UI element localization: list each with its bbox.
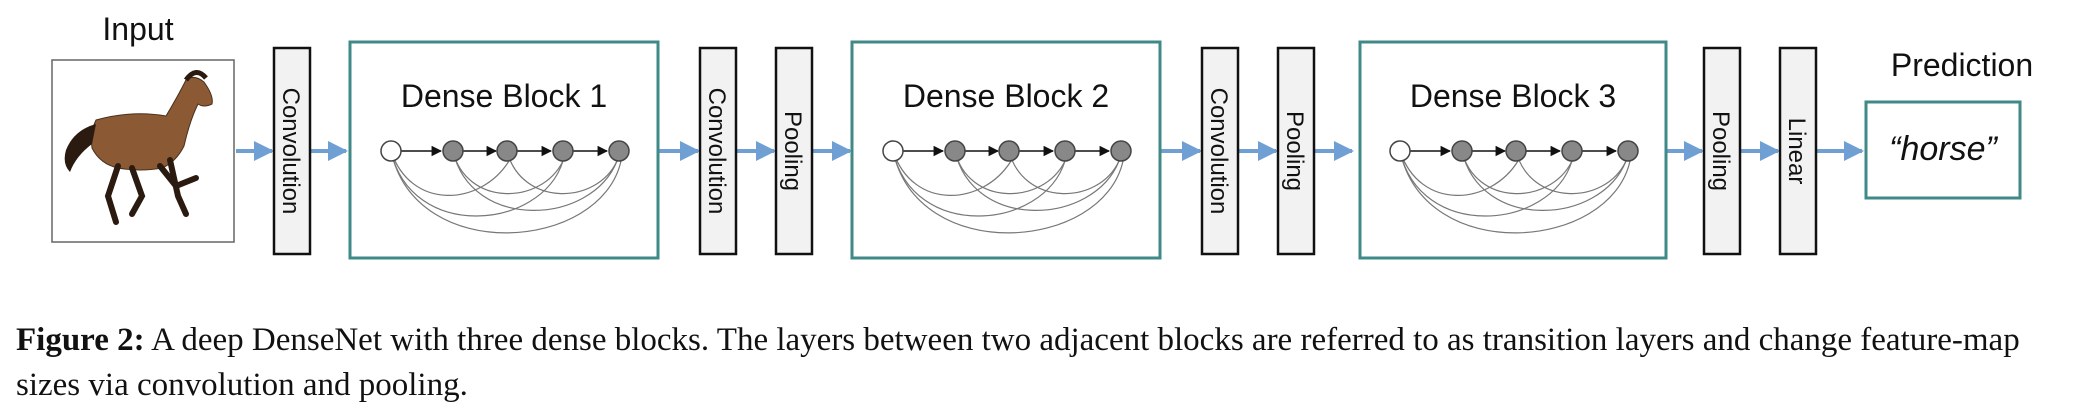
layer-conv1: Convolution bbox=[272, 46, 312, 256]
layer-conv3: Convolution bbox=[1200, 46, 1240, 256]
prediction-value: “horse” bbox=[1889, 130, 1998, 168]
layer-linear: Linear bbox=[1778, 46, 1818, 256]
layer-linear-label: Linear bbox=[1783, 118, 1810, 185]
layer-pool2: Pooling bbox=[774, 46, 814, 256]
figure-caption: Figure 2: A deep DenseNet with three den… bbox=[16, 318, 2072, 408]
dense-block-3-graph bbox=[1389, 140, 1639, 234]
layer-pool3-label: Pooling bbox=[1281, 111, 1308, 191]
dense-block-3: Dense Block 3 bbox=[1358, 40, 1668, 260]
dense-block-2-graph bbox=[882, 140, 1132, 234]
dense-node-input bbox=[380, 140, 402, 162]
layer-pool2-label: Pooling bbox=[779, 111, 806, 191]
layer-pool4-label: Pooling bbox=[1707, 111, 1734, 191]
dense-node bbox=[608, 140, 630, 162]
horse-icon bbox=[64, 70, 213, 225]
dense-block-2: Dense Block 2 bbox=[850, 40, 1162, 260]
dense-node-input bbox=[882, 140, 904, 162]
input-label: Input bbox=[102, 11, 173, 47]
layer-conv1-label: Convolution bbox=[277, 88, 304, 215]
dense-block-2-title: Dense Block 2 bbox=[903, 78, 1109, 114]
layer-pool3: Pooling bbox=[1276, 46, 1316, 256]
densenet-diagram: Input Convolution Convolution bbox=[51, 11, 2033, 260]
layer-pool4: Pooling bbox=[1702, 46, 1742, 256]
dense-block-1: Dense Block 1 bbox=[348, 40, 660, 260]
dense-node bbox=[1617, 140, 1639, 162]
input-image bbox=[51, 59, 235, 243]
dense-node bbox=[998, 140, 1020, 162]
dense-node bbox=[1110, 140, 1132, 162]
prediction-box: “horse” bbox=[1864, 100, 2022, 200]
dense-node-input bbox=[1389, 140, 1411, 162]
dense-block-1-graph bbox=[380, 140, 630, 234]
dense-node bbox=[496, 140, 518, 162]
figure-caption-label: Figure 2: bbox=[16, 322, 145, 358]
prediction-label: Prediction bbox=[1891, 47, 2033, 83]
layer-conv2: Convolution bbox=[698, 46, 738, 256]
dense-node bbox=[1054, 140, 1076, 162]
dense-node bbox=[944, 140, 966, 162]
dense-node bbox=[552, 140, 574, 162]
dense-node bbox=[1561, 140, 1583, 162]
dense-node bbox=[1505, 140, 1527, 162]
layer-conv2-label: Convolution bbox=[703, 88, 730, 215]
figure-caption-text: A deep DenseNet with three dense blocks.… bbox=[16, 322, 2020, 403]
dense-block-3-title: Dense Block 3 bbox=[1410, 78, 1616, 114]
dense-node bbox=[1451, 140, 1473, 162]
dense-node bbox=[442, 140, 464, 162]
layer-conv3-label: Convolution bbox=[1205, 88, 1232, 215]
dense-block-1-title: Dense Block 1 bbox=[401, 78, 607, 114]
